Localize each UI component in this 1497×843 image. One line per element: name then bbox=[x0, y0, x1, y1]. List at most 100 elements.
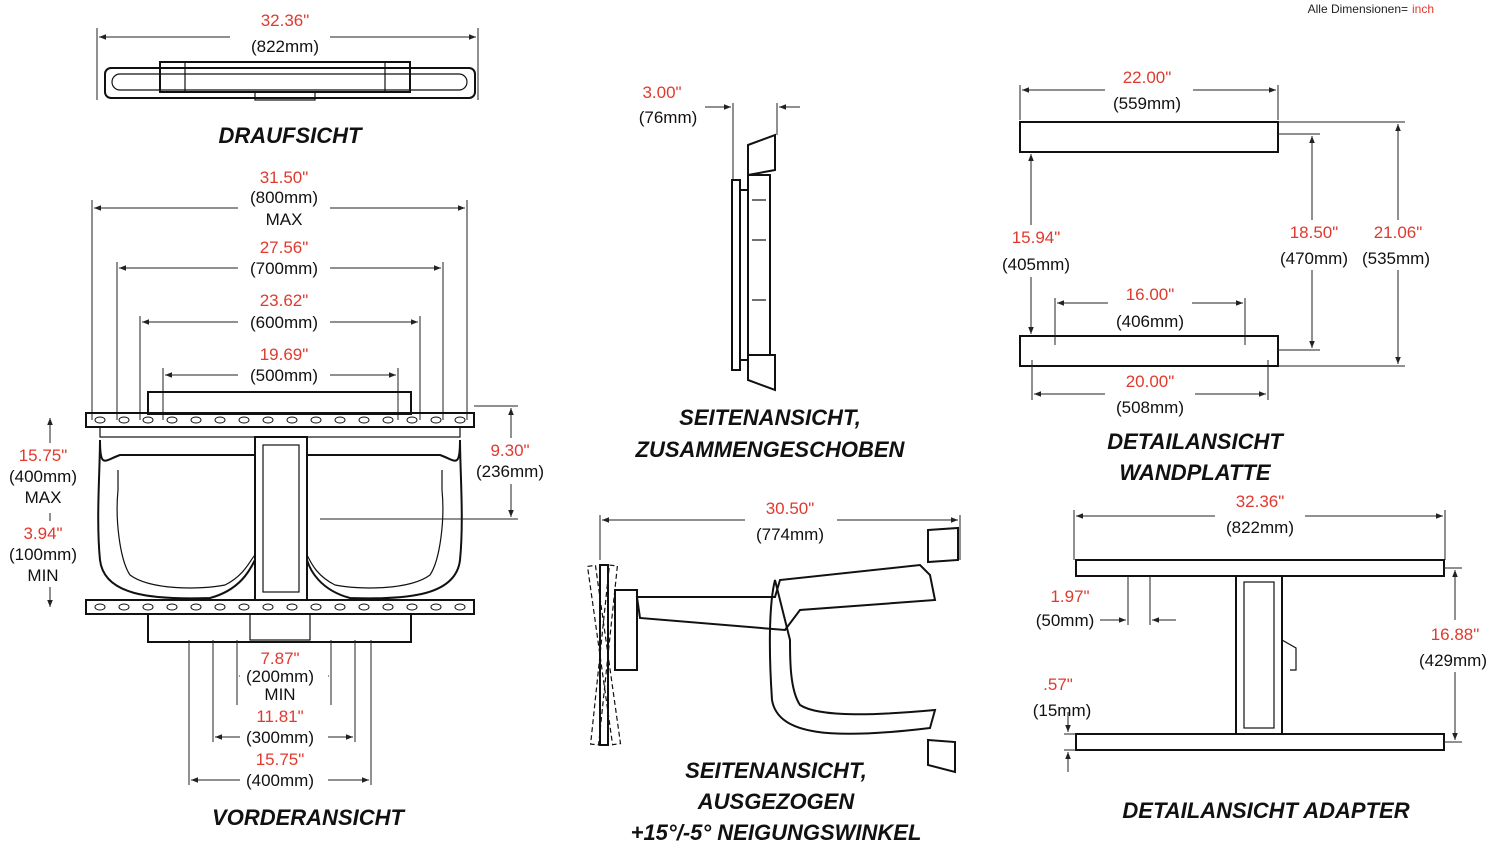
wallplate-view: 22.00" (559mm) 15.94" (405mm) 18.50" (47… bbox=[990, 66, 1442, 485]
front-w600-mm: (600mm) bbox=[250, 313, 318, 332]
side-view-collapsed: 3.00" (76mm) SEITENANSICHT, ZUSAMMENGESC… bbox=[635, 83, 906, 462]
side-extended-title-1: SEITENANSICHT, bbox=[685, 758, 867, 783]
mounting-hole bbox=[430, 603, 442, 611]
top-view-title: DRAUFSICHT bbox=[219, 123, 364, 148]
mounting-hole bbox=[214, 603, 226, 611]
ext-depth-mm: (774mm) bbox=[756, 525, 824, 544]
mounting-hole bbox=[238, 416, 250, 424]
wp-h470-mm: (470mm) bbox=[1280, 249, 1348, 268]
side-extended-title-3: +15°/-5° NEIGUNGSWINKEL bbox=[631, 820, 922, 843]
ad-w50-inch: 1.97" bbox=[1050, 587, 1089, 606]
wp-w508-mm: (508mm) bbox=[1116, 398, 1184, 417]
mounting-hole bbox=[166, 416, 178, 424]
mounting-hole bbox=[454, 416, 466, 424]
wp-h470-inch: 18.50" bbox=[1290, 223, 1339, 242]
front-b200-mm: (200mm) bbox=[246, 667, 314, 686]
ext-depth-inch: 30.50" bbox=[766, 499, 815, 518]
mounting-hole bbox=[382, 416, 394, 424]
front-h100-inch: 3.94" bbox=[23, 524, 62, 543]
ad-h429-inch: 16.88" bbox=[1431, 625, 1480, 644]
front-b300-mm: (300mm) bbox=[246, 728, 314, 747]
adapter-view: 32.36" (822mm) 1.97" (50mm) 16.88" (429m… bbox=[1033, 490, 1496, 823]
front-w700-mm: (700mm) bbox=[250, 259, 318, 278]
wallplate-title-2: WANDPLATTE bbox=[1119, 460, 1271, 485]
wp-w559-mm: (559mm) bbox=[1113, 94, 1181, 113]
front-view-title: VORDERANSICHT bbox=[212, 805, 405, 830]
side-collapsed-title-2: ZUSAMMENGESCHOBEN bbox=[635, 437, 906, 462]
mounting-hole bbox=[166, 603, 178, 611]
front-depth-inch: 9.30" bbox=[490, 441, 529, 460]
mounting-hole bbox=[118, 416, 130, 424]
mounting-hole bbox=[142, 603, 154, 611]
mounting-hole bbox=[94, 603, 106, 611]
ad-h15-inch: .57" bbox=[1043, 675, 1073, 694]
units-note-unit: inch bbox=[1412, 2, 1434, 16]
mounting-hole bbox=[430, 416, 442, 424]
mounting-hole bbox=[406, 416, 418, 424]
side-depth-inch: 3.00" bbox=[642, 83, 681, 102]
front-depth-mm: (236mm) bbox=[476, 462, 544, 481]
ad-h429-mm: (429mm) bbox=[1419, 651, 1487, 670]
front-w600-inch: 23.62" bbox=[260, 291, 309, 310]
mounting-hole bbox=[190, 603, 202, 611]
front-b200-tag: MIN bbox=[264, 685, 295, 704]
top-width-mm: (822mm) bbox=[251, 37, 319, 56]
front-w800-tag: MAX bbox=[266, 210, 303, 229]
mounting-hole bbox=[262, 416, 274, 424]
side-depth-mm: (76mm) bbox=[639, 108, 698, 127]
front-b200-inch: 7.87" bbox=[260, 649, 299, 668]
mounting-hole bbox=[286, 603, 298, 611]
wp-h405-mm: (405mm) bbox=[1002, 255, 1070, 274]
front-b400-mm: (400mm) bbox=[246, 771, 314, 790]
ad-w822-mm: (822mm) bbox=[1226, 518, 1294, 537]
mounting-hole bbox=[358, 603, 370, 611]
front-h400-tag: MAX bbox=[25, 488, 62, 507]
wp-w406-mm: (406mm) bbox=[1116, 312, 1184, 331]
units-note-label: Alle Dimensionen= bbox=[1308, 2, 1408, 16]
mounting-hole bbox=[358, 416, 370, 424]
mounting-hole bbox=[214, 416, 226, 424]
adapter-title: DETAILANSICHT ADAPTER bbox=[1122, 798, 1409, 823]
mounting-hole bbox=[142, 416, 154, 424]
wp-w406-inch: 16.00" bbox=[1126, 285, 1175, 304]
front-h400-inch: 15.75" bbox=[19, 446, 68, 465]
mounting-hole bbox=[118, 603, 130, 611]
mounting-hole bbox=[454, 603, 466, 611]
front-w700-inch: 27.56" bbox=[260, 238, 309, 257]
mounting-hole bbox=[310, 416, 322, 424]
front-h100-mm: (100mm) bbox=[9, 545, 77, 564]
mounting-hole bbox=[190, 416, 202, 424]
wp-h535-inch: 21.06" bbox=[1374, 223, 1423, 242]
wp-h535-mm: (535mm) bbox=[1362, 249, 1430, 268]
top-view: 32.36" (822mm) DRAUFSICHT bbox=[96, 11, 479, 148]
mounting-hole bbox=[286, 416, 298, 424]
front-b300-inch: 11.81" bbox=[256, 707, 303, 726]
ad-w50-mm: (50mm) bbox=[1036, 611, 1095, 630]
mounting-hole bbox=[334, 416, 346, 424]
front-b400-inch: 15.75" bbox=[256, 750, 305, 769]
side-extended-title-2: AUSGEZOGEN bbox=[697, 789, 856, 814]
side-collapsed-title-1: SEITENANSICHT, bbox=[679, 405, 861, 430]
wallplate-title-1: DETAILANSICHT bbox=[1107, 429, 1284, 454]
wp-w508-inch: 20.00" bbox=[1126, 372, 1175, 391]
ad-w822-inch: 32.36" bbox=[1236, 492, 1285, 511]
mounting-hole bbox=[262, 603, 274, 611]
mounting-hole bbox=[310, 603, 322, 611]
front-h100-tag: MIN bbox=[27, 566, 58, 585]
mounting-hole bbox=[238, 603, 250, 611]
mounting-hole bbox=[382, 603, 394, 611]
front-w800-inch: 31.50" bbox=[260, 168, 309, 187]
wp-h405-inch: 15.94" bbox=[1012, 228, 1061, 247]
ad-h15-mm: (15mm) bbox=[1033, 701, 1092, 720]
wp-w559-inch: 22.00" bbox=[1123, 68, 1172, 87]
front-h400-mm: (400mm) bbox=[9, 467, 77, 486]
mounting-hole bbox=[94, 416, 106, 424]
front-view: 31.50" (800mm) MAX 27.56" (700mm) 23.62"… bbox=[4, 164, 550, 830]
front-w800-mm: (800mm) bbox=[250, 188, 318, 207]
mounting-hole bbox=[334, 603, 346, 611]
front-w500-mm: (500mm) bbox=[250, 366, 318, 385]
top-width-inch: 32.36" bbox=[261, 11, 310, 30]
mounting-hole bbox=[406, 603, 418, 611]
front-w500-inch: 19.69" bbox=[260, 345, 309, 364]
